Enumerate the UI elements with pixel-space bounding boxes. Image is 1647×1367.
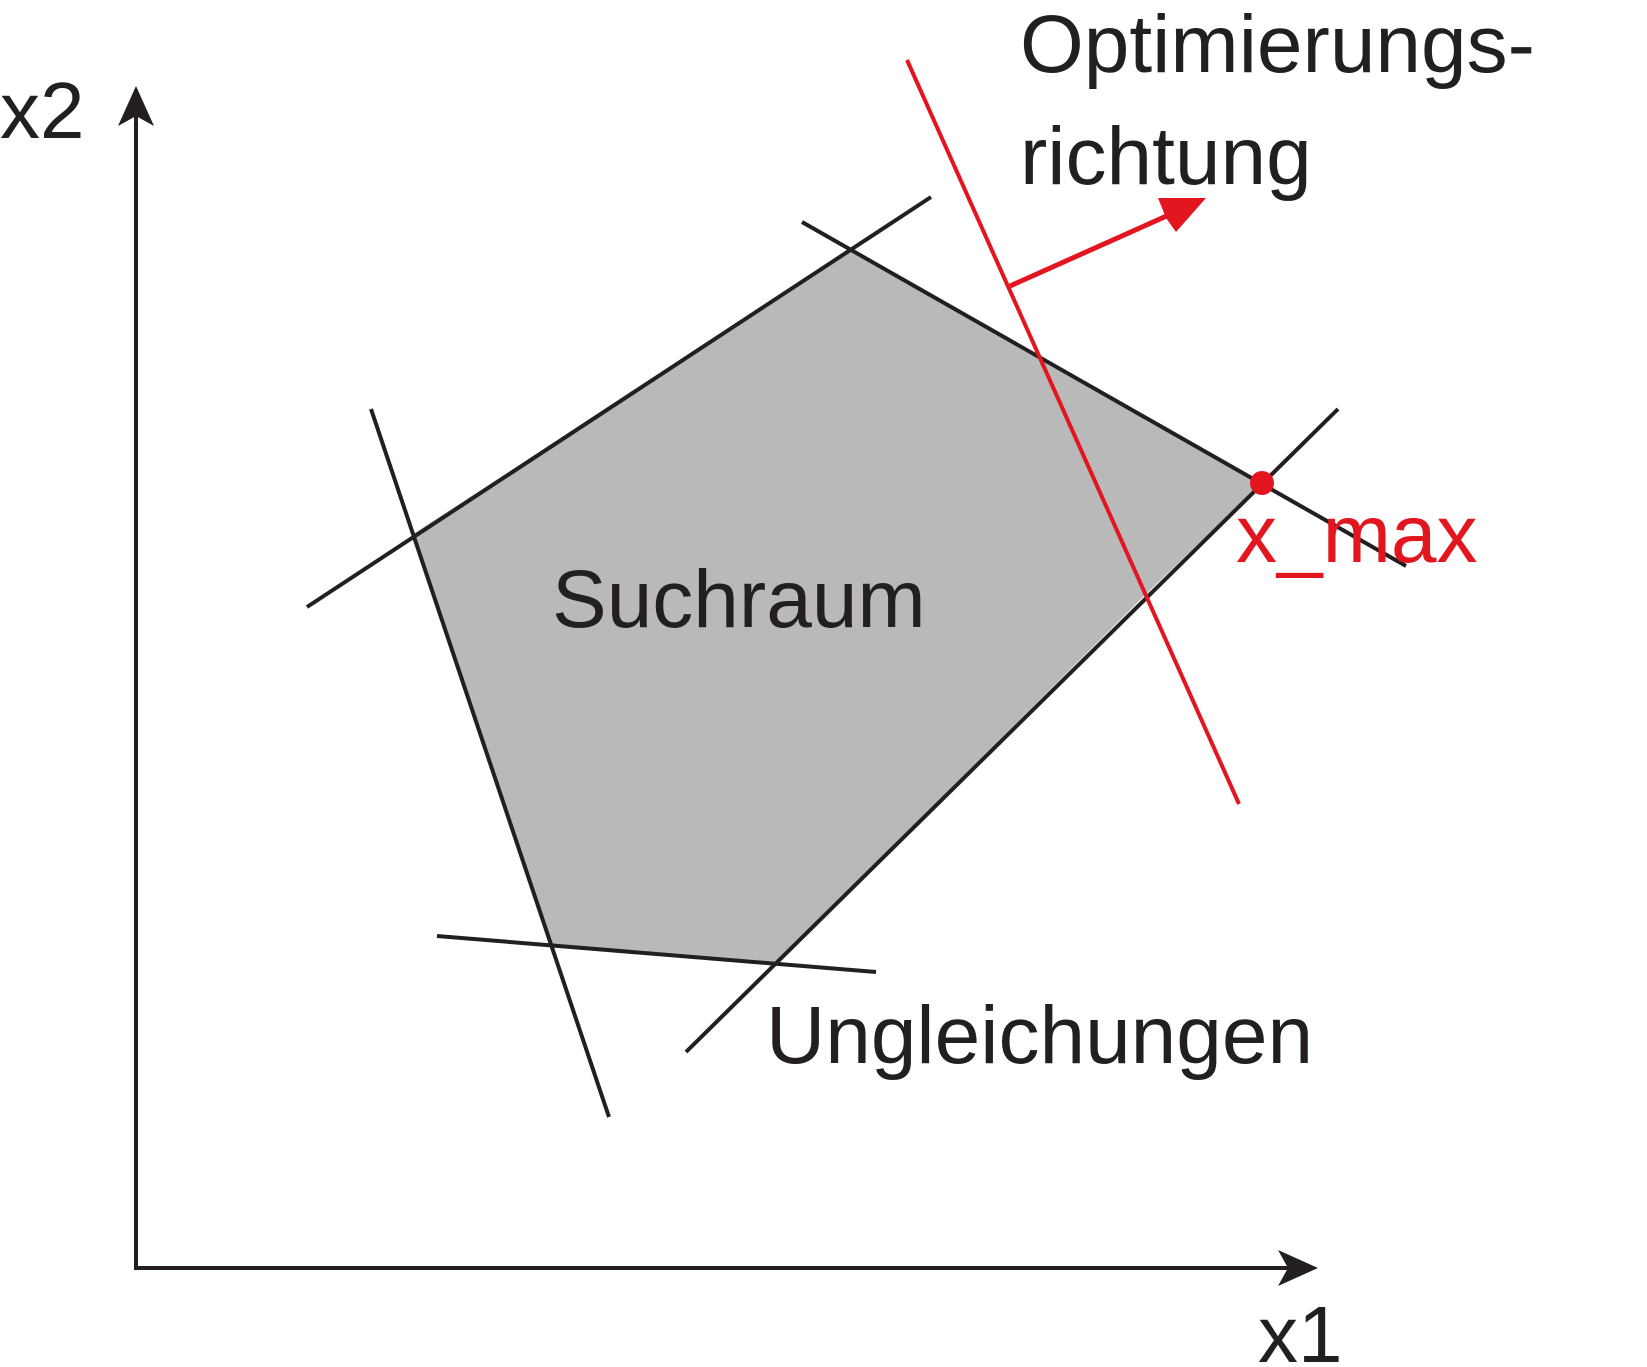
x-axis-arrowhead (1278, 1250, 1318, 1286)
constraint-line-left (369, 408, 611, 1118)
optimum-point (1250, 471, 1274, 495)
inequalities-label: Ungleichungen (766, 990, 1313, 1081)
optimization-direction-arrowhead (1158, 198, 1206, 232)
constraint-line-bottom (436, 934, 877, 974)
constraint-line-lower-right (684, 407, 1340, 1054)
optimization-direction-label-line1: Optimierungs- (1020, 0, 1535, 90)
axes (118, 86, 1318, 1286)
y-axis-arrowhead (118, 86, 154, 126)
y-axis-label: x2 (0, 66, 85, 155)
optimum-label: x_max (1236, 489, 1478, 580)
objective-line (905, 59, 1241, 805)
optimization-direction-label-line2: richtung (1020, 111, 1312, 202)
constraint-line-upper-left (305, 195, 933, 609)
search-space-label: Suchraum (552, 554, 926, 645)
search-space-region (413, 251, 1260, 962)
x-axis-label: x1 (1258, 1290, 1343, 1367)
constraint-line-upper-right (801, 220, 1407, 568)
optimization-direction-arrow (1008, 207, 1182, 289)
constraint-lines (305, 195, 1407, 1118)
